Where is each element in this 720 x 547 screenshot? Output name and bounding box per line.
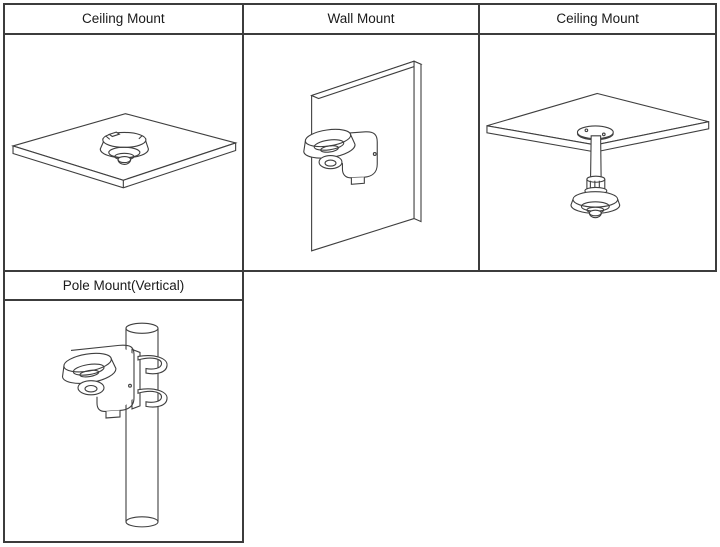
- header-label: Wall Mount: [327, 11, 395, 27]
- ceiling-surface-mount-icon: [11, 113, 238, 189]
- mount-table-top: Ceiling Mount Wall Mount Ceiling Mount: [3, 3, 717, 272]
- drawing-cell-pole: [5, 301, 242, 541]
- mount-table-bottom: Pole Mount(Vertical): [3, 272, 244, 543]
- fisheye-camera: [570, 191, 621, 219]
- header-label: Pole Mount(Vertical): [62, 277, 185, 293]
- header-ceiling-mount-1: Ceiling Mount: [5, 5, 242, 35]
- header-label: Ceiling Mount: [556, 11, 639, 27]
- fisheye-camera: [99, 131, 149, 165]
- wall-mount-icon: [302, 60, 423, 252]
- ceiling-pendant-mount-icon: [486, 92, 710, 219]
- fisheye-camera: [61, 352, 117, 396]
- pole-mount-icon: [61, 322, 168, 528]
- drawing-cell-ceiling-surface: [5, 35, 242, 270]
- drawing-cell-wall: [241, 35, 479, 270]
- mounting-plate: [577, 125, 615, 141]
- header-pole-mount: Pole Mount(Vertical): [5, 272, 242, 301]
- header-label: Ceiling Mount: [82, 11, 165, 27]
- drawing-cell-ceiling-pendant: [478, 35, 715, 270]
- header-ceiling-mount-2: Ceiling Mount: [478, 5, 715, 35]
- fisheye-camera: [302, 128, 356, 170]
- header-wall-mount: Wall Mount: [241, 5, 479, 35]
